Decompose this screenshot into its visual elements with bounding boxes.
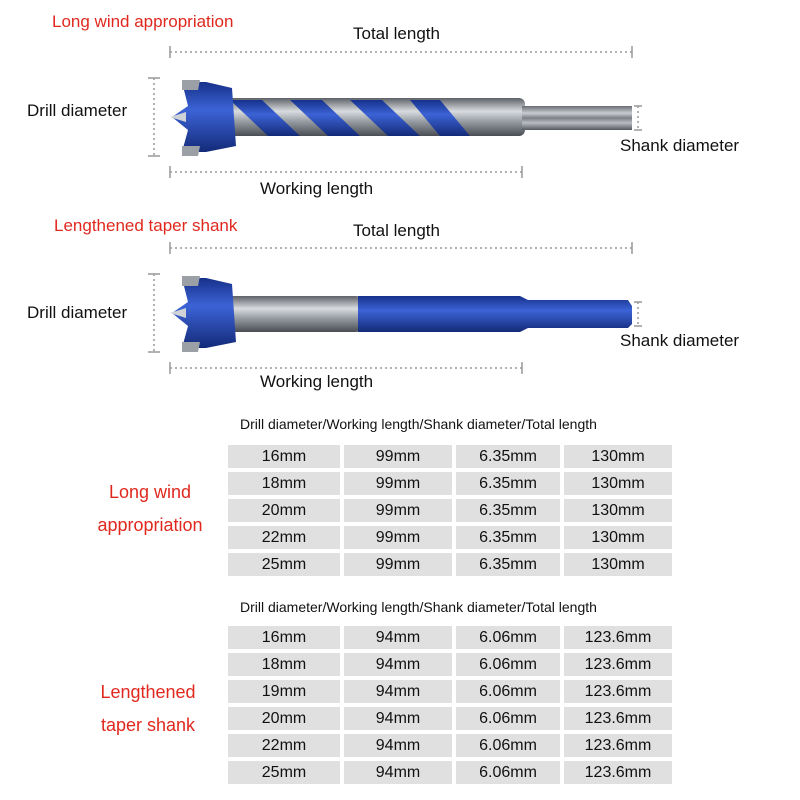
table-cell: 130mm [564, 553, 672, 576]
table-cell: 6.35mm [456, 445, 560, 468]
diagram-1-drill-diameter-label: Drill diameter [27, 101, 128, 120]
diagram-2-total-length-label: Total length [353, 221, 440, 240]
table-cell: 123.6mm [564, 680, 672, 703]
diagram-2-shank-diameter-label: Shank diameter [620, 331, 740, 350]
table-row: 25mm 94mm 6.06mm 123.6mm [228, 761, 672, 784]
table-cell: 99mm [344, 499, 452, 522]
drill-2-drawing [148, 242, 642, 374]
table-cell: 16mm [228, 445, 340, 468]
table-row: 20mm 94mm 6.06mm 123.6mm [228, 707, 672, 730]
table-cell: 19mm [228, 680, 340, 703]
table-cell: 130mm [564, 472, 672, 495]
table-cell: 130mm [564, 526, 672, 549]
table-1-header: Drill diameter/Working length/Shank diam… [240, 416, 597, 432]
table-2: 16mm 94mm 6.06mm 123.6mm 18mm 94mm 6.06m… [228, 626, 672, 788]
table-cell: 123.6mm [564, 707, 672, 730]
table-cell: 22mm [228, 734, 340, 757]
drill-1-drawing [148, 46, 642, 178]
table-1-side-label-line1: Long wind [108, 482, 192, 502]
table-cell: 94mm [344, 680, 452, 703]
table-cell: 25mm [228, 761, 340, 784]
table-cell: 6.06mm [456, 653, 560, 676]
table-cell: 99mm [344, 553, 452, 576]
table-row: 18mm 94mm 6.06mm 123.6mm [228, 653, 672, 676]
table-cell: 94mm [344, 653, 452, 676]
table-cell: 6.35mm [456, 526, 560, 549]
table-cell: 130mm [564, 499, 672, 522]
diagram-2-working-length-label: Working length [260, 372, 374, 391]
diagram-1-title: Long wind appropriation [52, 12, 234, 31]
diagram-1-total-length-label: Total length [353, 24, 440, 43]
table-cell: 20mm [228, 499, 340, 522]
table-cell: 16mm [228, 626, 340, 649]
table-cell: 6.06mm [456, 680, 560, 703]
table-cell: 99mm [344, 526, 452, 549]
table-cell: 22mm [228, 526, 340, 549]
table-cell: 123.6mm [564, 734, 672, 757]
drill-diagrams [148, 46, 642, 374]
table-cell: 6.06mm [456, 626, 560, 649]
table-2-header: Drill diameter/Working length/Shank diam… [240, 599, 597, 615]
table-cell: 6.35mm [456, 499, 560, 522]
table-row: 22mm 94mm 6.06mm 123.6mm [228, 734, 672, 757]
table-cell: 18mm [228, 472, 340, 495]
diagram-2-drill-diameter-label: Drill diameter [27, 303, 128, 322]
table-cell: 130mm [564, 445, 672, 468]
table-cell: 99mm [344, 445, 452, 468]
table-2-side-label: Lengthened taper shank [80, 676, 216, 742]
table-row: 18mm 99mm 6.35mm 130mm [228, 472, 672, 495]
table-cell: 94mm [344, 707, 452, 730]
table-cell: 18mm [228, 653, 340, 676]
table-cell: 25mm [228, 553, 340, 576]
table-cell: 123.6mm [564, 626, 672, 649]
table-cell: 20mm [228, 707, 340, 730]
table-1-side-label-line2: appropriation [97, 515, 203, 535]
table-row: 22mm 99mm 6.35mm 130mm [228, 526, 672, 549]
table-cell: 6.35mm [456, 553, 560, 576]
diagram-1-working-length-label: Working length [260, 179, 374, 198]
table-cell: 94mm [344, 761, 452, 784]
table-cell: 99mm [344, 472, 452, 495]
diagram-1-shank-diameter-label: Shank diameter [620, 136, 740, 155]
table-2-side-label-line2: taper shank [100, 715, 196, 735]
table-2-side-label-line1: Lengthened [100, 682, 196, 702]
table-1-side-label: Long wind appropriation [82, 476, 218, 542]
table-cell: 6.06mm [456, 707, 560, 730]
table-cell: 94mm [344, 626, 452, 649]
table-cell: 6.06mm [456, 734, 560, 757]
table-cell: 6.35mm [456, 472, 560, 495]
table-1: 16mm 99mm 6.35mm 130mm 18mm 99mm 6.35mm … [228, 445, 672, 580]
table-row: 25mm 99mm 6.35mm 130mm [228, 553, 672, 576]
diagram-2-title: Lengthened taper shank [54, 216, 238, 235]
table-cell: 123.6mm [564, 653, 672, 676]
table-row: 20mm 99mm 6.35mm 130mm [228, 499, 672, 522]
table-cell: 123.6mm [564, 761, 672, 784]
table-cell: 94mm [344, 734, 452, 757]
table-row: 16mm 99mm 6.35mm 130mm [228, 445, 672, 468]
table-row: 19mm 94mm 6.06mm 123.6mm [228, 680, 672, 703]
table-row: 16mm 94mm 6.06mm 123.6mm [228, 626, 672, 649]
table-cell: 6.06mm [456, 761, 560, 784]
